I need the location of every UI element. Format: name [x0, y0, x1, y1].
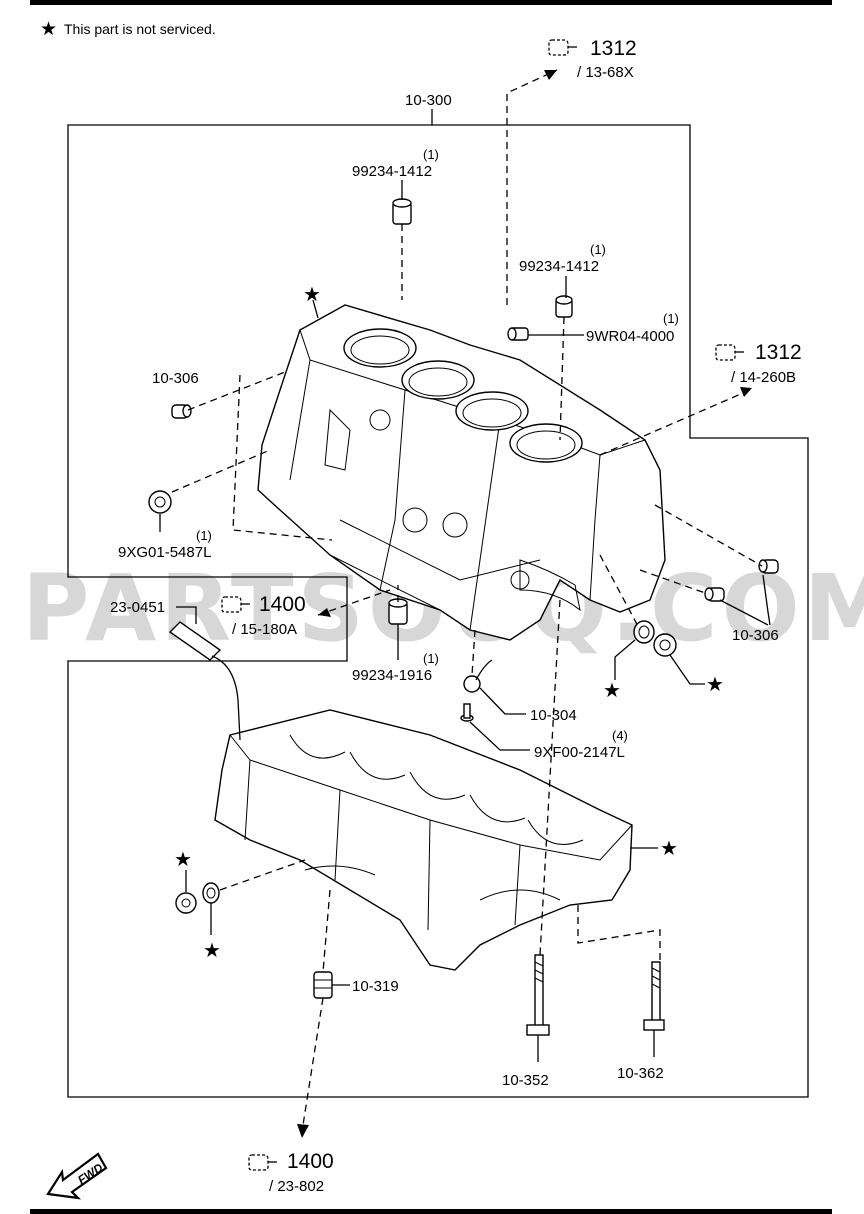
qty-99234-1916: (1) — [423, 651, 439, 666]
callout-10-352[interactable]: 10-352 — [502, 1072, 549, 1089]
book-icon — [548, 39, 577, 56]
note-text: This part is not serviced. — [64, 21, 216, 37]
star-icon: ★ — [174, 849, 192, 871]
callout-10-306-right[interactable]: 10-306 — [732, 627, 779, 644]
ref-1400-left[interactable]: 1400 / 15-180A — [221, 593, 306, 638]
top-border — [30, 0, 832, 5]
callout-99234-1412-a[interactable]: 99234-1412 — [352, 163, 432, 180]
bolt-9xf00-2147l[interactable] — [460, 703, 474, 722]
star-icon: ★ — [603, 680, 621, 702]
leader-10-306-right-b — [719, 599, 769, 626]
plug-10-306-right-b[interactable] — [704, 587, 725, 602]
book-icon — [221, 596, 250, 613]
washer-right[interactable] — [633, 620, 655, 644]
ref-1312-right[interactable]: 1312 / 14-260B — [715, 341, 802, 386]
plug-9xg01-5487l[interactable] — [148, 490, 172, 514]
qty-99234-1412-a: (1) — [423, 147, 439, 162]
dowel-pin-99234-1412-a[interactable] — [392, 198, 412, 225]
leader-star-block — [312, 299, 319, 319]
ref-1312-top[interactable]: 1312 / 13-68X — [548, 37, 637, 81]
lower-block[interactable] — [214, 709, 633, 971]
qty-9xg01-5487l: (1) — [196, 528, 212, 543]
dowel-10-319-line — [322, 889, 331, 973]
fwd-arrow-icon: FWD — [46, 1152, 108, 1200]
qty-99234-1412-b: (1) — [590, 242, 606, 257]
ref-number: 1312 — [755, 341, 802, 364]
qty-9xf00-2147l: (4) — [612, 728, 628, 743]
callout-9wr04-4000[interactable]: 9WR04-4000 — [586, 328, 674, 345]
assembly-boundary — [67, 124, 809, 1098]
callout-10-300[interactable]: 10-300 — [405, 92, 452, 109]
bolt-10-352[interactable] — [526, 954, 550, 1036]
ref-number: 1400 — [287, 1150, 334, 1173]
plug-right-b-line — [639, 569, 709, 595]
ref-page: / 23-802 — [269, 1178, 324, 1195]
plug-left[interactable] — [175, 892, 197, 914]
star-icon: ★ — [203, 940, 221, 962]
callout-10-306-left[interactable]: 10-306 — [152, 370, 199, 387]
book-icon — [715, 344, 744, 361]
callout-23-0451[interactable]: 23-0451 — [110, 599, 165, 616]
cylinder-block[interactable] — [257, 304, 666, 641]
ref-page: / 14-260B — [731, 369, 796, 386]
plug-right-a-line — [654, 504, 763, 567]
ref-line-1400-bottom — [302, 997, 324, 1126]
washer-right-line — [599, 554, 641, 631]
callout-10-319[interactable]: 10-319 — [352, 978, 399, 995]
leader-10-304 — [479, 687, 526, 715]
star-icon: ★ — [706, 674, 724, 696]
leader-23-0451 — [176, 606, 197, 624]
ref-line-1400-left — [317, 589, 391, 616]
leader-plug-right — [669, 654, 705, 685]
callout-99234-1412-b[interactable]: 99234-1412 — [519, 258, 599, 275]
star-icon: ★ — [40, 19, 57, 40]
bolt-10-362[interactable] — [643, 961, 665, 1031]
arrow-1312-top — [544, 70, 557, 80]
callout-99234-1916[interactable]: 99234-1916 — [352, 667, 432, 684]
leader-9xf00 — [469, 721, 530, 751]
leader-10-306-right-a — [762, 574, 771, 626]
arrow-1312-right — [740, 387, 752, 397]
not-serviced-note: ★ This part is not serviced. — [40, 19, 216, 40]
side-line — [232, 374, 333, 541]
ref-number: 1312 — [590, 37, 637, 60]
callout-10-304[interactable]: 10-304 — [530, 707, 577, 724]
ref-number: 1400 — [259, 593, 306, 616]
left-plug-line — [219, 859, 306, 891]
arrow-1400-left — [318, 608, 331, 617]
bottom-border — [30, 1209, 832, 1214]
ref-line-1312-right — [599, 389, 751, 456]
ref-page: / 15-180A — [232, 621, 297, 638]
callout-9xf00-2147l[interactable]: 9XF00-2147L — [534, 744, 625, 761]
arrow-1400-bottom — [297, 1124, 309, 1138]
ref-page: / 13-68X — [577, 64, 634, 81]
book-icon — [248, 1154, 277, 1171]
dowel-10-319[interactable] — [313, 971, 333, 999]
plug-right[interactable] — [653, 633, 677, 657]
dowel-b-line — [559, 316, 565, 441]
dowel-pin-99234-1412-b[interactable] — [555, 295, 573, 318]
oil-jet-line — [471, 629, 476, 676]
dowel-pin-99234-1916[interactable] — [388, 598, 408, 625]
callout-10-362[interactable]: 10-362 — [617, 1065, 664, 1082]
plug-9xg01-line — [171, 449, 271, 493]
plug-left-line — [187, 371, 286, 411]
bolt-10-362-line — [577, 905, 661, 962]
leader-washer-right — [614, 639, 636, 680]
qty-9wr04-4000: (1) — [663, 311, 679, 326]
ref-1400-bottom[interactable]: 1400 / 23-802 — [248, 1150, 334, 1195]
oil-jet-10-304[interactable] — [463, 659, 493, 693]
sensor-23-0451[interactable] — [168, 621, 241, 741]
callout-9xg01-5487l[interactable]: 9XG01-5487L — [118, 544, 211, 561]
plug-10-306-left[interactable] — [171, 404, 192, 419]
star-icon: ★ — [303, 284, 321, 306]
pin-9wr04-4000[interactable] — [507, 327, 529, 341]
washer-left[interactable] — [202, 882, 220, 904]
star-icon: ★ — [660, 838, 678, 860]
plug-10-306-right-a[interactable] — [758, 559, 779, 574]
